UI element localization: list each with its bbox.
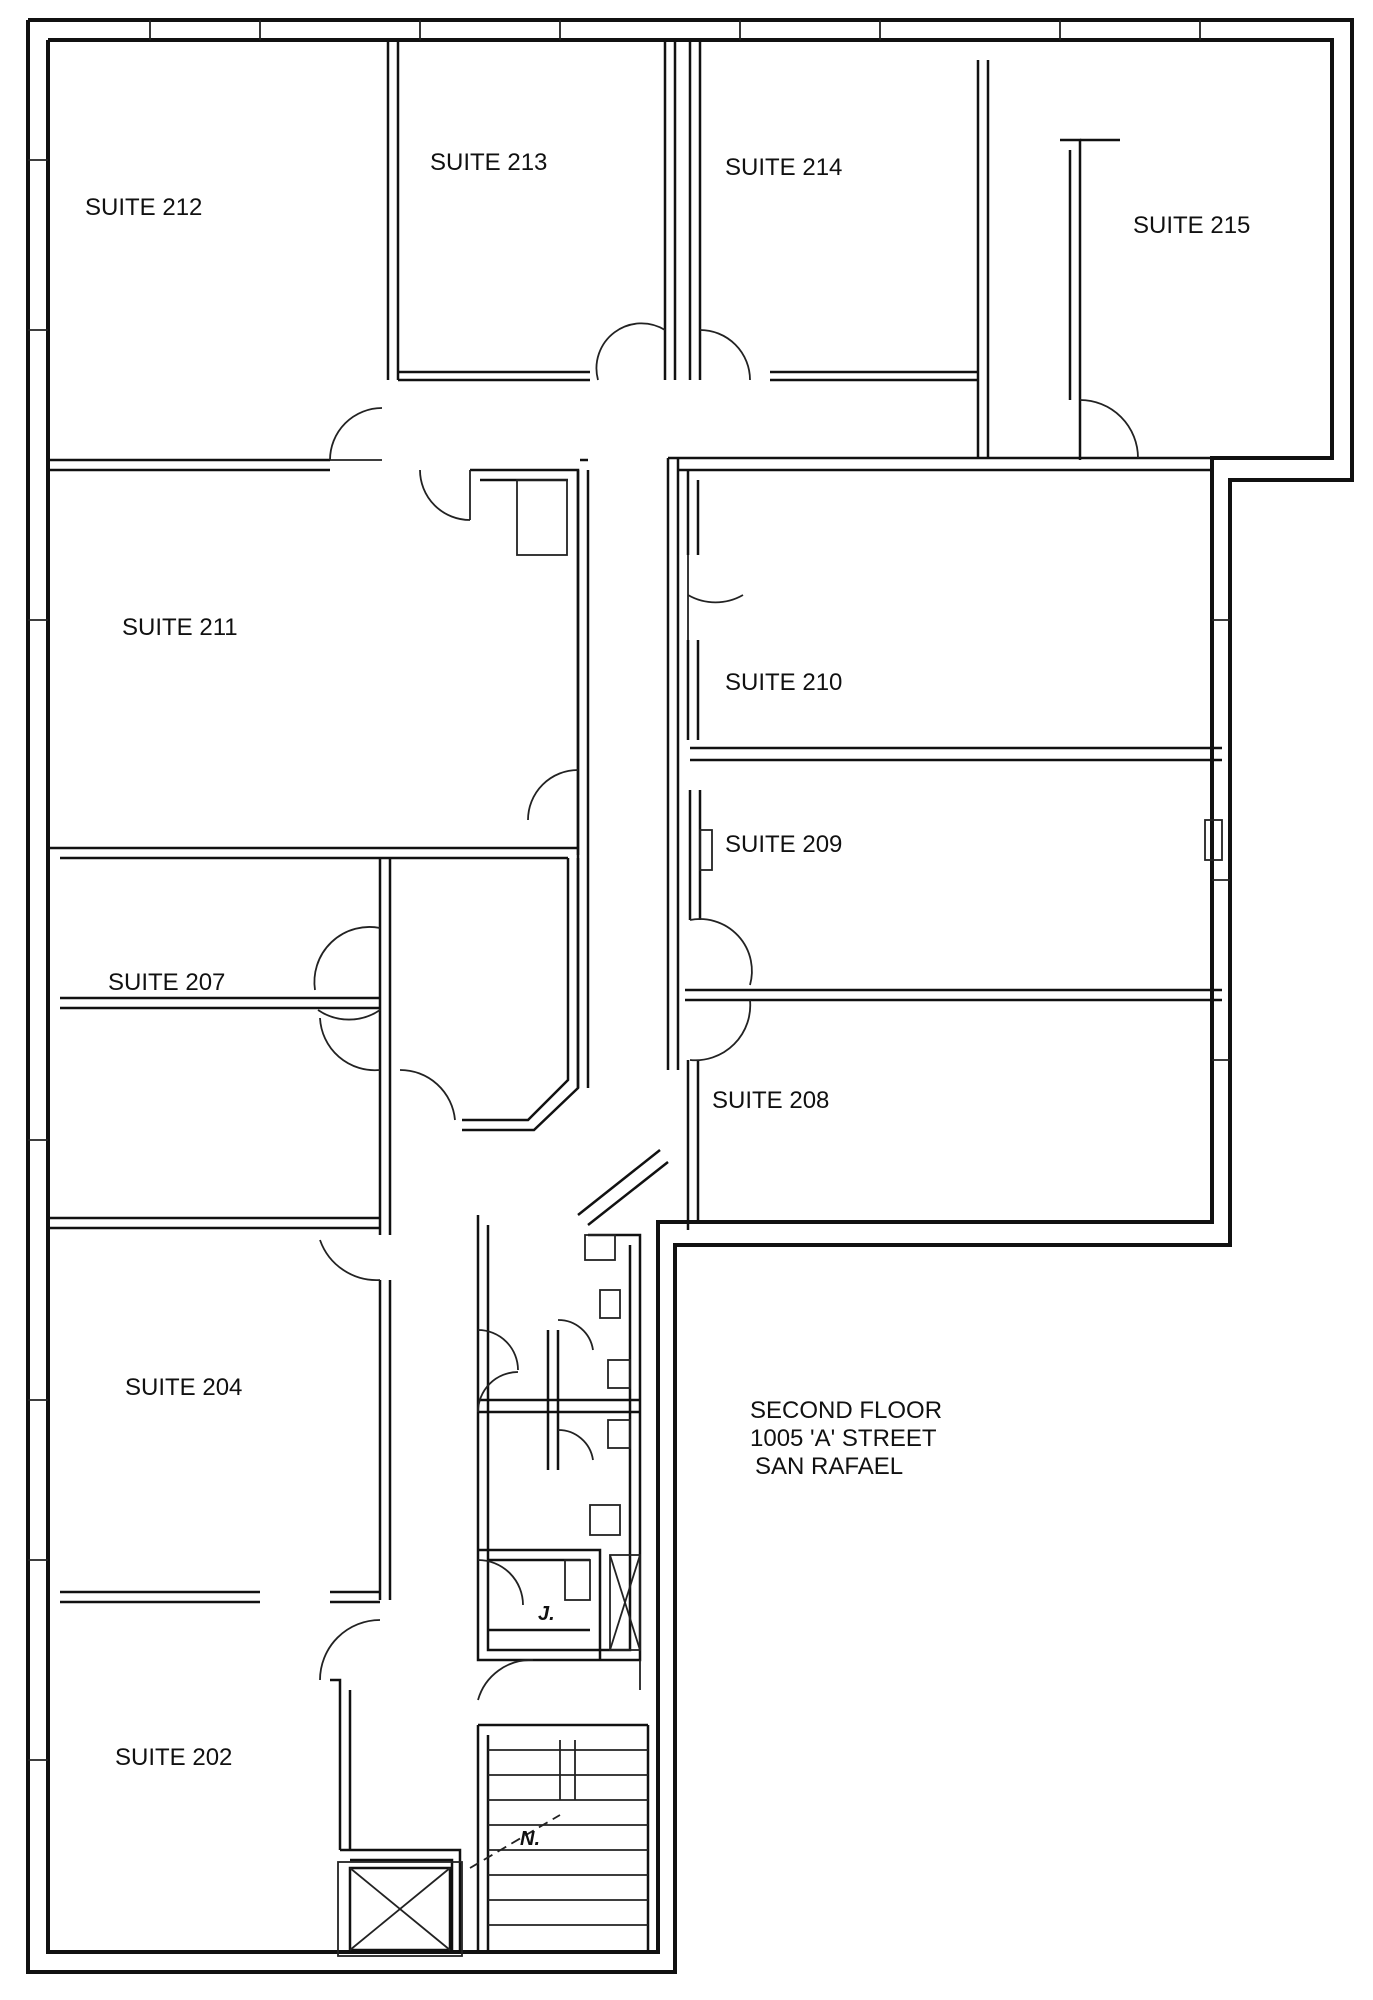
janitor-label: J.: [538, 1603, 555, 1625]
suite-210-label: SUITE 210: [725, 669, 842, 696]
suite-208-label: SUITE 208: [712, 1087, 829, 1114]
exterior-walls: [26, 18, 1354, 1974]
lower-left-walls: [60, 1280, 462, 1952]
suite-204-label: SUITE 204: [125, 1374, 242, 1401]
door-swings: [313, 322, 1139, 1701]
corridor-walls: [48, 456, 1212, 1235]
city-line: SAN RAFAEL: [755, 1453, 903, 1480]
elevator: [337, 1861, 463, 1957]
suite-213-label: SUITE 213: [430, 149, 547, 176]
suite-214-label: SUITE 214: [725, 154, 842, 181]
stairs: [469, 1723, 650, 1952]
suite-215-label: SUITE 215: [1133, 212, 1250, 239]
suite-207-label: SUITE 207: [108, 969, 225, 996]
suite-209-label: SUITE 209: [725, 831, 842, 858]
top-row-walls: [48, 40, 1120, 472]
suite-211-label: SUITE 211: [122, 614, 238, 641]
restroom-core: [476, 1149, 669, 1690]
floor-title: SECOND FLOOR: [750, 1397, 942, 1424]
suite-202-label: SUITE 202: [115, 1744, 232, 1771]
right-suites-walls: [685, 470, 1223, 1230]
suite-212-label: SUITE 212: [85, 194, 202, 221]
address-line: 1005 'A' STREET: [750, 1425, 937, 1452]
north-label: N.: [520, 1828, 540, 1850]
